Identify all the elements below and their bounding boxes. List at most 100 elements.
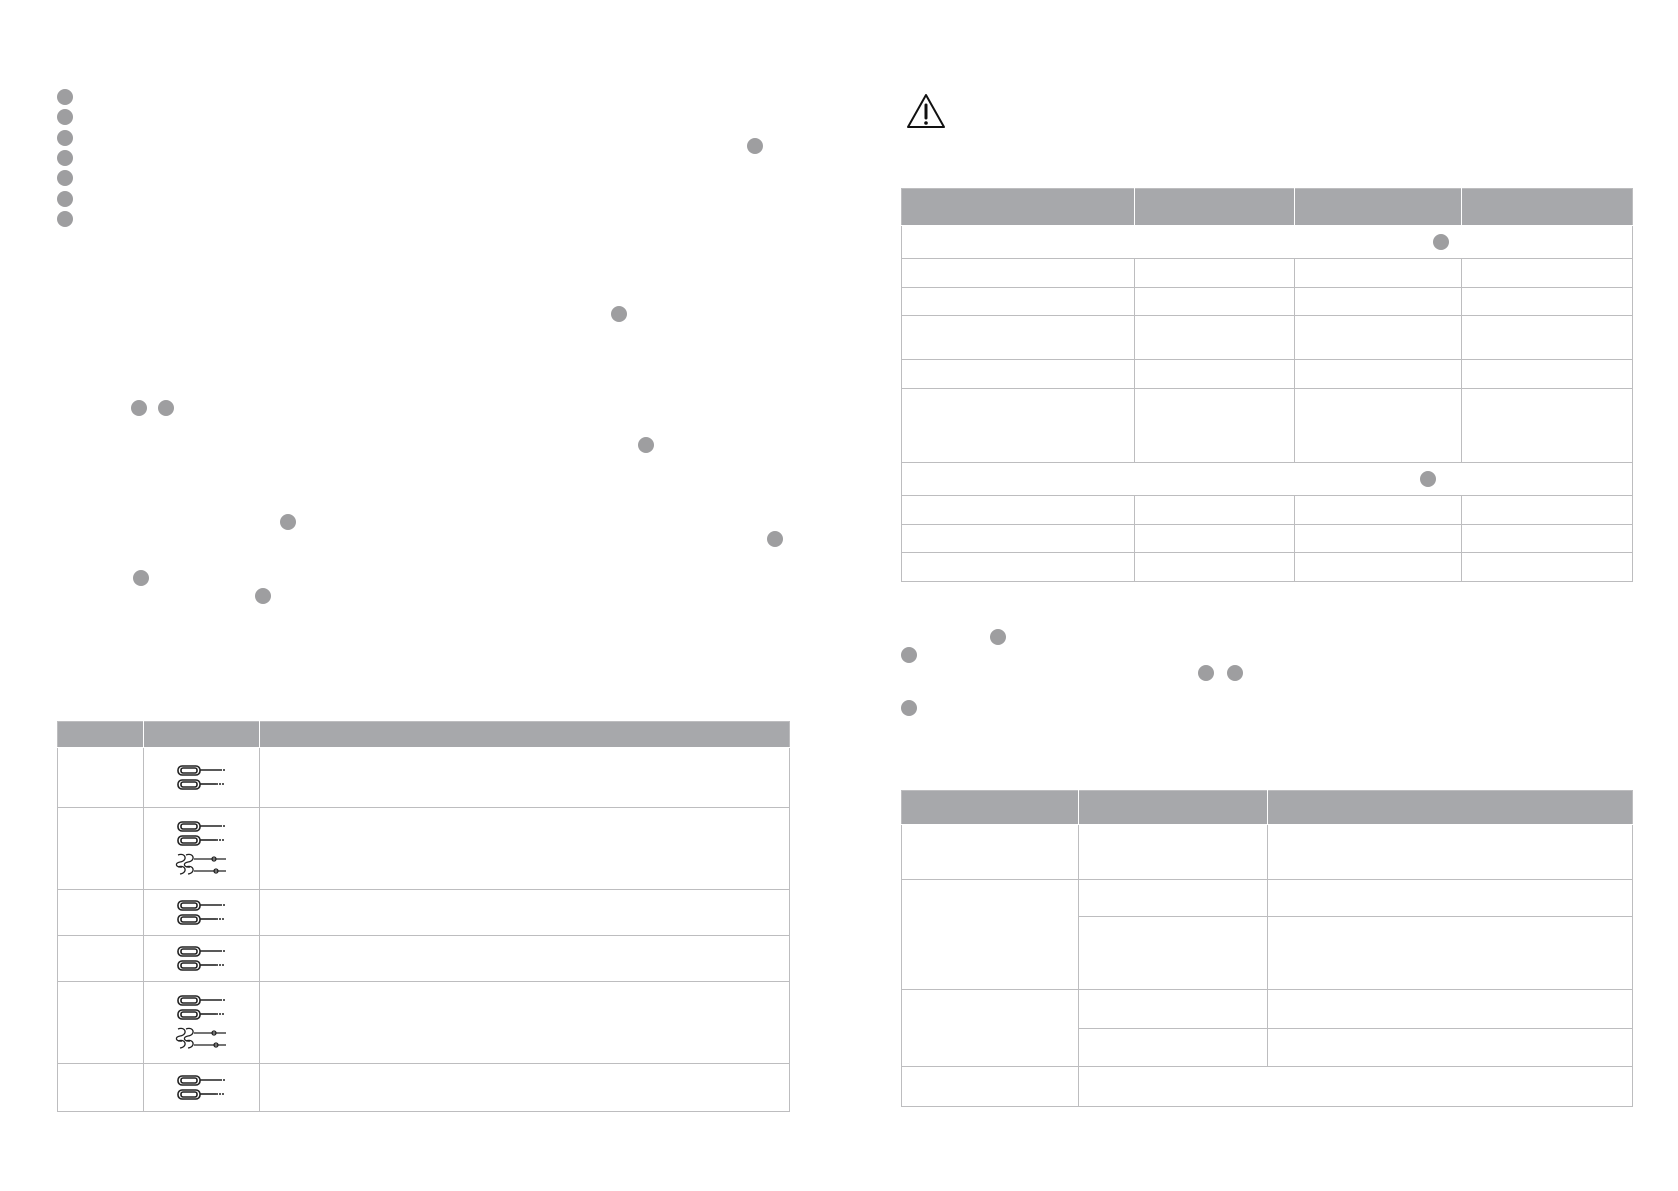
- ref-marker: [767, 531, 783, 547]
- ref-marker: [990, 629, 1006, 645]
- cell: [1461, 552, 1633, 582]
- cell: [1134, 552, 1295, 582]
- ref-marker: [255, 588, 271, 604]
- cell: [1134, 388, 1295, 463]
- cell: [1134, 524, 1295, 553]
- cell: [1294, 388, 1462, 463]
- troubleshooting-table: [901, 790, 1633, 1107]
- ref-marker: [638, 437, 654, 453]
- beater-icon: [152, 1073, 251, 1103]
- speed-cell: [57, 935, 144, 982]
- table-row: [57, 747, 790, 808]
- table-row: [901, 989, 1633, 1067]
- ref-marker: [158, 400, 174, 416]
- table-row: [901, 1066, 1633, 1107]
- problem-header: [901, 790, 1079, 825]
- part-marker-1: [57, 89, 73, 105]
- tool-cell: [143, 1063, 260, 1112]
- cell: [901, 524, 1135, 553]
- problem-cell: [901, 824, 1079, 880]
- speed-cell: [57, 1063, 144, 1112]
- cell: [901, 388, 1135, 463]
- description-header: [259, 721, 790, 748]
- cell: [1461, 287, 1633, 316]
- ref-marker: [1420, 471, 1436, 487]
- tool-cell: [143, 807, 260, 890]
- beater-icon: [152, 898, 251, 928]
- table-row: [901, 359, 1633, 389]
- cell: [1461, 388, 1633, 463]
- cell: [1294, 287, 1462, 316]
- speed-header: [1294, 188, 1462, 226]
- cell: [901, 315, 1135, 360]
- solution-cell: [1267, 879, 1633, 917]
- cell: [1461, 524, 1633, 553]
- problem-cell: [901, 989, 1079, 1067]
- section-2-title-cell: [901, 462, 1633, 496]
- table-row: [901, 552, 1633, 582]
- cause-cell: [1078, 916, 1268, 990]
- beater-icon: [152, 993, 251, 1023]
- beater-icon: [152, 944, 251, 974]
- cell: [901, 359, 1135, 389]
- dough-hook-icon: [152, 851, 251, 879]
- cell: [901, 495, 1135, 525]
- part-marker-2: [57, 109, 73, 125]
- table-row: [57, 1063, 790, 1112]
- problem-cell: [901, 1066, 1079, 1107]
- ingredient-header: [901, 188, 1135, 226]
- processing-table: [901, 188, 1633, 582]
- part-marker-7: [57, 211, 73, 227]
- description-cell: [259, 981, 790, 1064]
- speed-header: [57, 721, 144, 748]
- tool-cell: [143, 935, 260, 982]
- cell: [1294, 495, 1462, 525]
- ref-marker: [901, 647, 917, 663]
- part-marker-6: [57, 191, 73, 207]
- cell: [1134, 315, 1295, 360]
- warning-triangle-icon: [905, 92, 947, 130]
- table-row: [901, 388, 1633, 463]
- note-cell: [1078, 1066, 1633, 1107]
- ref-marker: [1198, 665, 1214, 681]
- speed-table: [57, 721, 790, 1112]
- ref-marker: [901, 700, 917, 716]
- section-row: [901, 462, 1633, 496]
- cell: [1294, 359, 1462, 389]
- part-marker-5: [57, 170, 73, 186]
- beater-icon: [152, 819, 251, 849]
- cell: [1461, 315, 1633, 360]
- speed-cell: [57, 889, 144, 936]
- cell: [1461, 359, 1633, 389]
- table-row: [901, 824, 1633, 880]
- cell: [1294, 524, 1462, 553]
- section-1-title-cell: [901, 225, 1633, 259]
- ref-marker: [747, 138, 763, 154]
- cell: [901, 552, 1135, 582]
- cell: [1294, 315, 1462, 360]
- table-row: [901, 495, 1633, 525]
- table-row: [57, 981, 790, 1064]
- table-row: [902, 1028, 1633, 1067]
- solution-cell: [1267, 824, 1633, 880]
- cause-cell: [1078, 1028, 1268, 1067]
- tool-cell: [143, 981, 260, 1064]
- table-row: [901, 287, 1633, 316]
- cell: [901, 258, 1135, 288]
- time-header: [1461, 188, 1633, 226]
- table-row: [901, 315, 1633, 360]
- quantity-header: [1134, 188, 1295, 226]
- speed-cell: [57, 807, 144, 890]
- problem-cell: [901, 879, 1079, 990]
- description-cell: [259, 935, 790, 982]
- cell: [1294, 258, 1462, 288]
- solution-cell: [1267, 989, 1633, 1029]
- cause-cell: [1078, 989, 1268, 1029]
- tool-header: [143, 721, 260, 748]
- cell: [1134, 287, 1295, 316]
- cell: [1461, 258, 1633, 288]
- part-marker-4: [57, 150, 73, 166]
- ref-marker: [131, 400, 147, 416]
- description-cell: [259, 747, 790, 808]
- tool-cell: [143, 747, 260, 808]
